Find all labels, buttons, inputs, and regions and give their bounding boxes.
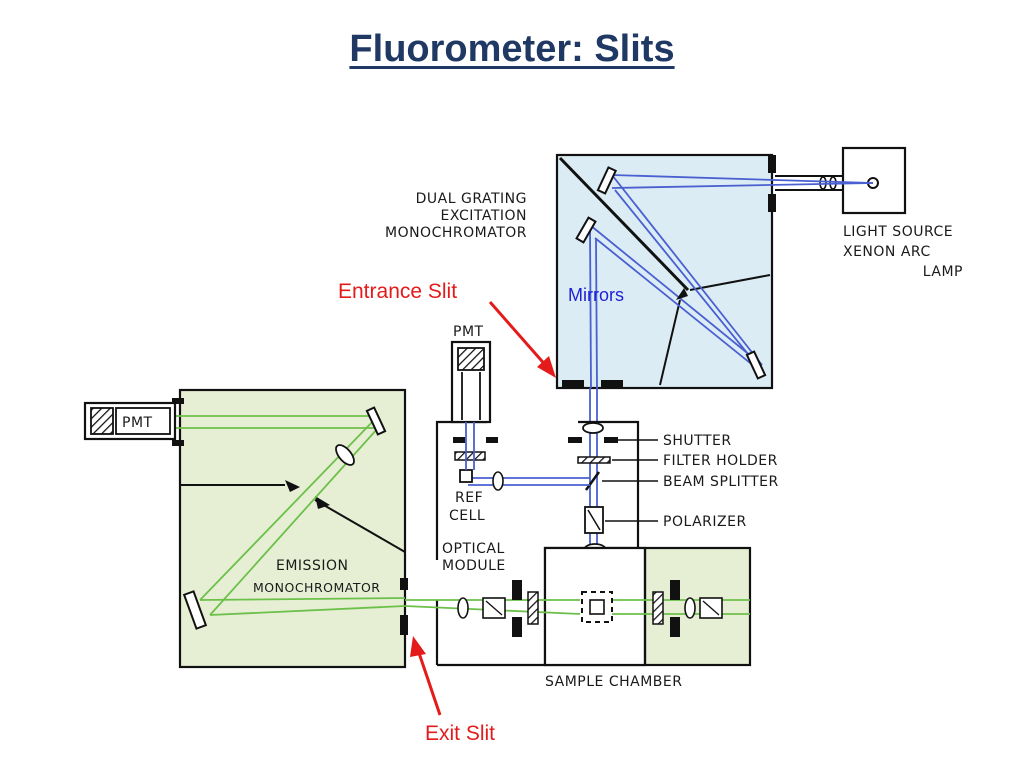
optical-module xyxy=(435,420,658,667)
emission-label-2: MONOCHROMATOR xyxy=(253,580,381,595)
mirror-top xyxy=(596,166,618,195)
pmt-top-label: PMT xyxy=(453,324,484,340)
exit-slit-callout: Exit Slit xyxy=(425,722,495,745)
ref-cell-label-2: CELL xyxy=(449,508,485,524)
light-source-label-2: XENON ARC xyxy=(843,244,931,260)
pmt-left-label: PMT xyxy=(122,415,153,431)
excitation-label-3: MONOCHROMATOR xyxy=(385,225,527,241)
excitation-label-1: DUAL GRATING xyxy=(416,191,527,207)
sample-chamber xyxy=(404,546,752,667)
exit-slit-arrowhead xyxy=(410,636,426,657)
entrance-slit-callout: Entrance Slit xyxy=(338,280,457,303)
emission-label-1: EMISSION xyxy=(276,558,348,574)
entrance-slit-arrowhead xyxy=(537,356,556,378)
excitation-label-2: EXCITATION xyxy=(441,208,527,224)
sample-chamber-label: SAMPLE CHAMBER xyxy=(545,674,682,690)
polarizer-label: POLARIZER xyxy=(663,514,747,530)
entrance-slit-arrow xyxy=(488,301,550,369)
slide-title: Fluorometer: Slits xyxy=(349,28,675,70)
mirror-bottom xyxy=(745,350,767,380)
reference-pmt xyxy=(450,340,492,470)
filter-holder-label: FILTER HOLDER xyxy=(663,453,778,469)
shutter-label: SHUTTER xyxy=(663,433,732,449)
ref-cell-label-1: REF xyxy=(455,490,483,506)
light-source-label-1: LIGHT SOURCE xyxy=(843,224,953,240)
emission-pmt xyxy=(83,401,177,441)
excitation-monochromator xyxy=(555,153,874,610)
exit-slit-arrow xyxy=(416,649,442,716)
optical-module-label-2: MODULE xyxy=(442,558,506,574)
optical-module-label-1: OPTICAL xyxy=(442,541,505,557)
emission-monochromator xyxy=(150,388,408,669)
beam-splitter-label: BEAM SPLITTER xyxy=(663,474,779,490)
mirror-left xyxy=(575,216,597,244)
mirrors-callout: Mirrors xyxy=(568,285,624,305)
light-source-label-3: LAMP xyxy=(923,264,963,280)
